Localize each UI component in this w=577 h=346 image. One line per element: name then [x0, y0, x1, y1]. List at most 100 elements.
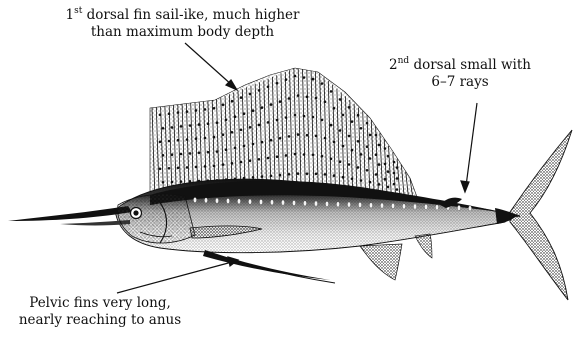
sail-spot [276, 82, 279, 85]
tail-fin [495, 130, 572, 300]
sail-spot [303, 153, 306, 156]
dorsal1-arrow-line [185, 43, 233, 86]
sail-spot [189, 152, 192, 155]
sail-spot [396, 166, 399, 169]
flank-spot [292, 200, 295, 205]
sail-spot [261, 175, 264, 178]
dorsal2-arrow-line [466, 103, 477, 186]
sail-spot [243, 145, 246, 148]
label-ordinal-suffix: st [74, 6, 82, 16]
label-text: dorsal small with [409, 57, 531, 73]
sail-spot [357, 114, 360, 117]
flank-spot [380, 203, 383, 208]
sail-spot [339, 129, 342, 132]
sail-spot [321, 82, 324, 85]
sail-spot [294, 75, 297, 78]
flank-spot [347, 202, 350, 207]
sail-spot [177, 111, 180, 114]
sail-spot [204, 108, 207, 111]
sail-spot [234, 147, 237, 150]
sail-spot [387, 155, 390, 158]
sail-spot [270, 175, 273, 178]
flank-spot [281, 200, 284, 205]
sail-spot [279, 100, 282, 103]
flank-spot [435, 205, 438, 210]
sail-spot [261, 106, 264, 109]
sail-spot [162, 154, 165, 157]
sail-spot [186, 138, 189, 141]
sail-spot [207, 122, 210, 125]
sail-spot [207, 151, 210, 154]
sail-spot [288, 135, 291, 138]
sail-spot [276, 155, 279, 158]
sail-spot [267, 121, 270, 124]
sail-spot [315, 173, 318, 176]
sail-spot [249, 93, 252, 96]
sail-spot [240, 161, 243, 164]
flank-spot [457, 205, 460, 210]
label-second-dorsal-fin-line1: 2nd dorsal small with [380, 57, 540, 74]
flank-spot [468, 206, 471, 211]
sail-spot [216, 121, 219, 124]
sail-spot [180, 153, 183, 156]
label-ordinal-suffix: nd [398, 56, 410, 66]
sail-spot [351, 149, 354, 152]
sail-spot [180, 125, 183, 128]
sail-spot [306, 172, 309, 175]
sail-spot [378, 144, 381, 147]
flank-spot [413, 204, 416, 209]
sail-spot [222, 133, 225, 136]
sail-spot [162, 127, 165, 130]
sail-spot [270, 139, 273, 142]
sail-spot [285, 116, 288, 119]
sail-spot [321, 155, 324, 158]
label-ordinal: 1 [65, 7, 74, 23]
sail-spot [357, 140, 360, 143]
sail-spot [225, 148, 228, 151]
sail-spot [198, 152, 201, 155]
sail-spot [234, 115, 237, 118]
sail-spot [252, 109, 255, 112]
sail-spot [252, 176, 255, 179]
sail-spot [249, 126, 252, 129]
sail-spot [306, 134, 309, 137]
sail-spot [171, 181, 174, 184]
sail-spot [195, 166, 198, 169]
flank-spot [270, 200, 273, 205]
label-pelvic-fins-line2: nearly reaching to anus [0, 312, 200, 329]
sail-spot [351, 178, 354, 181]
sail-spot [288, 173, 291, 176]
sail-spot [387, 170, 390, 173]
label-second-dorsal-fin-line2: 6–7 rays [380, 74, 540, 91]
sail-spot [189, 124, 192, 127]
sail-spot [297, 133, 300, 136]
sail-spot [312, 116, 315, 119]
sail-spot [306, 96, 309, 99]
flank-spot [303, 201, 306, 206]
sail-spot [333, 107, 336, 110]
sail-spot [186, 166, 189, 169]
sail-spot [315, 135, 318, 138]
sail-spot [258, 89, 261, 92]
sail-spot [267, 157, 270, 160]
sail-spot [213, 165, 216, 168]
dorsal2-arrowhead [461, 181, 469, 192]
sail-spot [204, 165, 207, 168]
pelvic-arrow-line [117, 262, 232, 293]
sail-spot [378, 183, 381, 186]
sail-spot [342, 176, 345, 179]
sail-spot [243, 112, 246, 115]
sail-spot [252, 143, 255, 146]
flank-spot [336, 202, 339, 207]
sail-spot [294, 153, 297, 156]
label-first-dorsal-fin-line1: 1st dorsal fin sail-ike, much higher [10, 7, 355, 24]
pelvic-fin [203, 250, 335, 283]
sail-spot [333, 174, 336, 177]
sail-spot [303, 76, 306, 79]
flank-spot [259, 199, 262, 204]
sail-spot [342, 114, 345, 117]
sail-spot [387, 186, 390, 189]
sail-spot [297, 94, 300, 97]
flank-spot [314, 201, 317, 206]
